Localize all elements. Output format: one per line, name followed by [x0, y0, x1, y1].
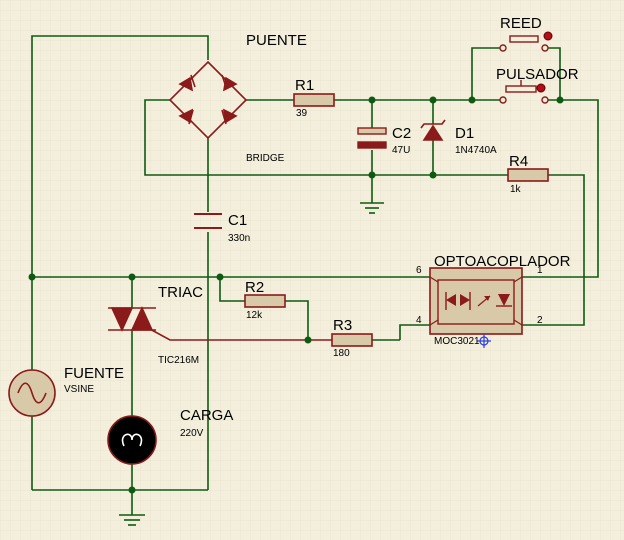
load-value: 220V	[180, 428, 204, 439]
wire-r4-to-pin2	[522, 174, 585, 326]
junction	[128, 273, 136, 281]
ac-source	[8, 369, 56, 417]
r2-resistor	[244, 294, 286, 308]
wire-left-top	[31, 35, 209, 370]
reed-label: REED	[500, 15, 542, 32]
triac	[108, 306, 156, 332]
bridge-part: BRIDGE	[246, 153, 285, 164]
wire-pin4	[399, 324, 430, 340]
source-value: VSINE	[64, 384, 95, 395]
pushbutton-switch	[499, 80, 549, 104]
junction	[304, 336, 312, 344]
junction	[468, 96, 476, 104]
optocoupler	[429, 267, 523, 335]
source-label: FUENTE	[64, 365, 124, 382]
r3-label: R3	[333, 317, 353, 334]
pin1-label: 1	[537, 265, 543, 276]
c2-label: C2	[392, 125, 412, 142]
junction	[429, 171, 437, 179]
d1-label: D1	[455, 125, 475, 142]
probe-crosshair-icon	[477, 334, 491, 348]
lamp-load	[107, 415, 157, 465]
load-label: CARGA	[180, 407, 234, 424]
c1-label: C1	[228, 212, 248, 229]
pulsador-label: PULSADOR	[496, 66, 579, 83]
junction	[556, 96, 564, 104]
r3-value: 180	[333, 348, 350, 359]
d1-zener	[420, 119, 446, 141]
c2-value: 47U	[392, 145, 411, 156]
junctions	[28, 96, 564, 494]
junction	[128, 486, 136, 494]
pin4-label: 4	[416, 315, 422, 326]
r4-value: 1k	[510, 184, 521, 195]
c1-value: 330n	[228, 233, 251, 244]
r1-label: R1	[295, 77, 315, 94]
ground-symbol	[360, 202, 384, 214]
d1-value: 1N4740A	[455, 145, 497, 156]
wire-to-pin1	[522, 99, 599, 278]
r2-label: R2	[245, 279, 265, 296]
wire-r2-left	[219, 277, 245, 302]
pin2-label: 2	[537, 315, 543, 326]
opto-part: MOC3021	[434, 336, 480, 347]
wire-bridge-neg	[144, 99, 372, 176]
reed-switch	[499, 31, 553, 52]
r4-resistor	[507, 168, 549, 182]
c2-capacitor	[357, 127, 387, 149]
r3-resistor	[331, 333, 373, 347]
opto-label: OPTOACOPLADOR	[434, 253, 571, 270]
junction	[368, 96, 376, 104]
wire-r2-right	[285, 300, 309, 340]
r1-value: 39	[296, 108, 308, 119]
r4-label: R4	[509, 153, 529, 170]
wire-reed-right	[548, 47, 561, 100]
triac-part: TIC216M	[158, 355, 200, 366]
wire-reed-left	[471, 47, 500, 100]
r2-value: 12k	[246, 310, 263, 321]
bridge-rectifier	[168, 60, 248, 140]
c1-capacitor	[194, 213, 222, 229]
junction	[429, 96, 437, 104]
bridge-title: PUENTE	[246, 32, 307, 49]
ground-symbol-bottom	[119, 514, 145, 526]
junction	[368, 171, 376, 179]
junction	[28, 273, 36, 281]
pin6-label: 6	[416, 265, 422, 276]
r1-resistor	[293, 93, 335, 107]
junction	[216, 273, 224, 281]
wire-gate	[147, 327, 332, 341]
triac-label: TRIAC	[158, 284, 203, 301]
